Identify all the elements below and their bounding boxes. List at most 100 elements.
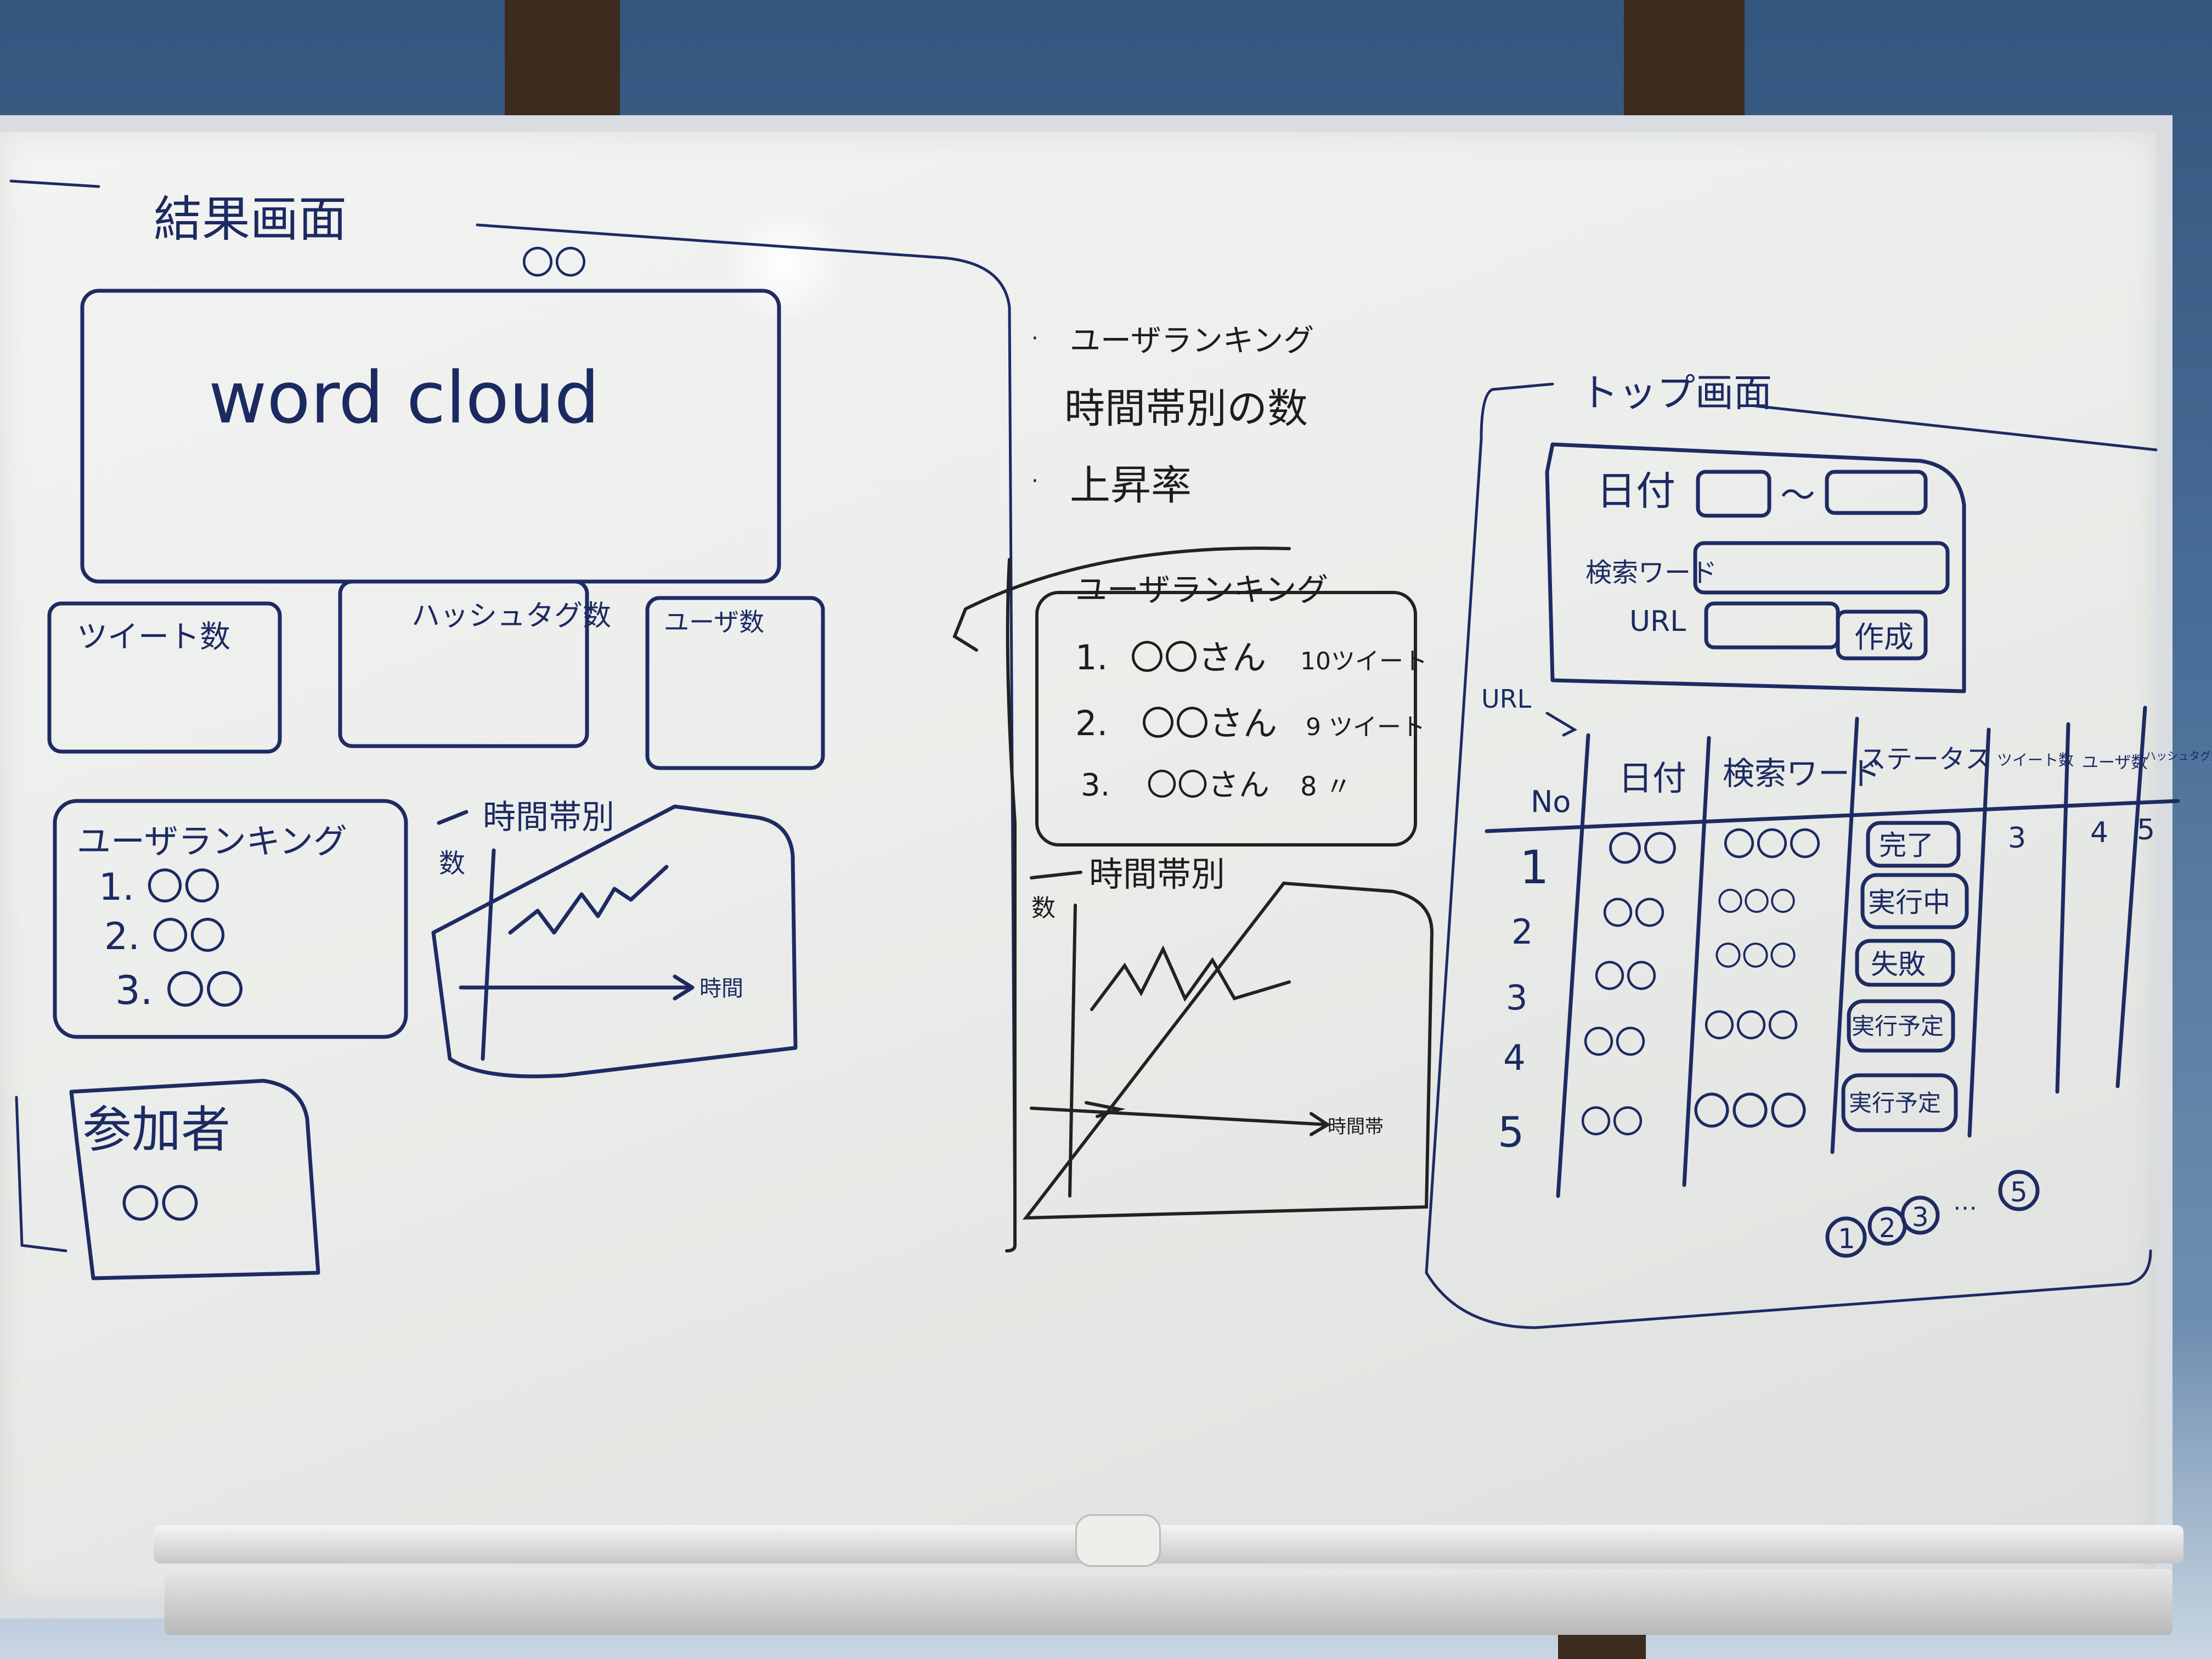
status-badge [1855, 939, 1955, 987]
column-number: 3 [2008, 822, 2026, 855]
column-header: ユーザ数 [2082, 753, 2147, 772]
svg-text:〇〇〇: 〇〇〇 [1717, 887, 1796, 917]
ranking-item: 2. 〇〇 [104, 915, 227, 958]
svg-text:〇〇: 〇〇 [1580, 1103, 1644, 1141]
marker-tray [154, 1525, 2183, 1564]
detail-area-border [1005, 558, 1017, 1252]
create-button[interactable] [1836, 610, 1928, 661]
result-screen-subtitle: 〇〇 [521, 244, 587, 283]
svg-text:実行予定: 実行予定 [1849, 1090, 1941, 1116]
ranking-item: 3. 〇〇 [115, 967, 245, 1013]
svg-text:〇〇: 〇〇 [1594, 958, 1657, 995]
ranking-item: 1. 〇〇 [99, 866, 221, 909]
status-badge [1847, 999, 1955, 1053]
user-count-box [645, 596, 825, 770]
note-item: ユーザランキング [1070, 323, 1314, 359]
light-glare [713, 208, 856, 318]
top-screen-border [1425, 382, 2152, 1329]
detail-rank: 1. [1075, 637, 1108, 678]
page-button[interactable] [1900, 1195, 1940, 1235]
result-screen-title: 結果画面 [154, 191, 347, 247]
ranking-arrow [952, 546, 1291, 652]
chart-line [508, 865, 669, 935]
top-screen-title: トップ画面 [1580, 370, 1772, 415]
word-cloud-label: word cloud [208, 356, 600, 439]
column-header: 検索ワード [1723, 755, 1882, 792]
svg-text:3: 3 [1506, 978, 1527, 1018]
svg-text:2: 2 [1511, 912, 1533, 952]
table-row: 2 〇〇 〇〇〇 実行中 [1511, 873, 1969, 952]
magnet-clip [1075, 1514, 1161, 1567]
result-screen-border [476, 223, 1017, 1242]
svg-text:〇〇: 〇〇 [1583, 1024, 1646, 1061]
participation-value: 〇〇 [121, 1181, 200, 1227]
detail-user-name: 〇〇さん [1141, 703, 1277, 743]
note-item: 時間帯別の数 [1064, 385, 1308, 432]
table-caption: URL [1481, 684, 1532, 714]
date-label: 日付 [1596, 468, 1675, 514]
keyword-input[interactable] [1693, 541, 1950, 595]
detail-rank: 3. [1081, 768, 1110, 803]
range-separator: 〜 [1780, 476, 1815, 516]
table-row: 5 〇〇 〇〇〇 実行予定 [1498, 1073, 1958, 1156]
svg-text:3: 3 [1912, 1202, 1929, 1233]
url-label: URL [1629, 605, 1686, 638]
column-number: 4 [2090, 816, 2108, 849]
date-from-input[interactable] [1696, 470, 1771, 518]
create-button-label: 作成 [1854, 620, 1914, 654]
page-button[interactable] [1998, 1170, 2040, 1211]
time-chart-title: 時間帯別 [483, 798, 614, 837]
svg-text:完了: 完了 [1879, 830, 1934, 861]
svg-text:·: · [1031, 326, 1039, 351]
svg-text:実行予定: 実行予定 [1852, 1013, 1944, 1040]
status-badge [1841, 1073, 1958, 1132]
svg-text:·: · [1031, 469, 1039, 494]
svg-text:1: 1 [1520, 840, 1549, 894]
detail-chart-y-axis [1068, 904, 1077, 1198]
hashtag-count-label: ハッシュタグ数 [411, 600, 611, 633]
date-to-input[interactable] [1825, 470, 1928, 515]
tweet-count-box [47, 601, 282, 754]
detail-time-chart-box [1022, 871, 1434, 1220]
user-count-label: ユーザ数 [664, 607, 764, 637]
time-chart-xlabel: 時間 [699, 976, 743, 1001]
table-header-rule [1485, 799, 2180, 833]
user-ranking-title: ユーザランキング [77, 821, 347, 861]
url-input[interactable] [1704, 601, 1840, 650]
svg-text:〇〇〇: 〇〇〇 [1703, 1007, 1799, 1045]
detail-chart-line [1090, 945, 1291, 1011]
column-header: ツイート数 [1997, 751, 2074, 769]
detail-time-chart-xlabel: 時間帯 [1328, 1116, 1384, 1138]
participation-title: 参加者 [82, 1101, 230, 1159]
time-chart-box [431, 804, 798, 1079]
chart-y-axis [481, 848, 496, 1061]
svg-text:〇〇〇: 〇〇〇 [1723, 826, 1821, 864]
svg-text:5: 5 [1498, 1108, 1524, 1156]
column-header: ハッシュタグ数 [2145, 749, 2212, 763]
table-row: 4 〇〇 〇〇〇 実行予定 [1503, 999, 1955, 1079]
detail-rank: 2. [1075, 703, 1108, 743]
detail-tweet-count: 9 ツイート [1306, 713, 1425, 741]
time-chart-ylabel: 数 [439, 848, 465, 879]
hashtag-count-box [338, 579, 589, 748]
detail-tweet-count: 8 〃 [1300, 771, 1352, 802]
detail-ranking-box [1035, 591, 1417, 847]
svg-text:4: 4 [1503, 1038, 1526, 1079]
keyword-label: 検索ワード [1585, 557, 1717, 588]
svg-text:〇〇〇: 〇〇〇 [1714, 940, 1797, 972]
detail-tweet-count: 10ツイート [1300, 647, 1427, 675]
detail-time-chart-title: 時間帯別 [1089, 854, 1225, 894]
svg-text:実行中: 実行中 [1868, 887, 1950, 918]
page-button[interactable] [1825, 1216, 1867, 1258]
board-stand-rail [165, 1569, 2172, 1635]
column-number: 5 [2137, 814, 2155, 847]
search-form-box [1545, 442, 1966, 693]
svg-text:〇〇〇: 〇〇〇 [1692, 1089, 1808, 1134]
svg-text:5: 5 [2010, 1176, 2028, 1208]
detail-chart-x-axis [1030, 1107, 1329, 1126]
detail-user-name: 〇〇さん [1147, 768, 1269, 803]
status-badge [1866, 821, 1961, 868]
column-header: No [1531, 785, 1571, 819]
svg-text:2: 2 [1879, 1213, 1896, 1244]
